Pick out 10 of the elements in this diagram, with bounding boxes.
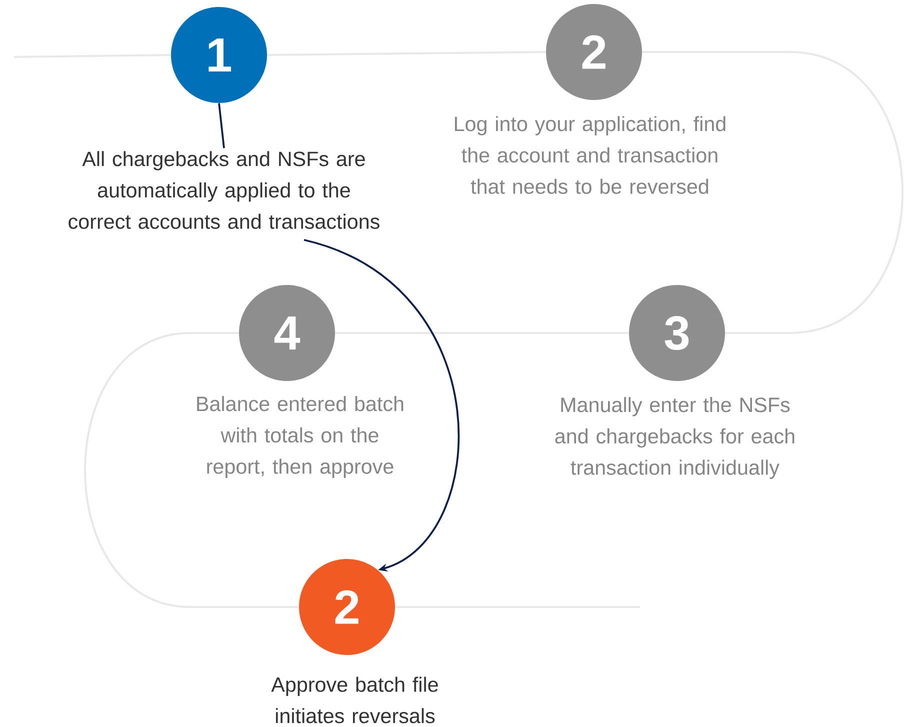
arrow xyxy=(304,238,460,572)
track-line xyxy=(267,51,546,56)
step-description: All chargebacks and NSFs are automatically applied to the correct accounts and transactions xyxy=(68,151,380,229)
step-description: Manually enter the NSFs and chargebacks for each transaction individually xyxy=(555,397,794,479)
step-description: Balance entered batch with totals on the report, then approve xyxy=(197,396,404,478)
step-description: Log into your application, find the account and transaction that needs to be reversed xyxy=(454,116,726,194)
track-line xyxy=(642,51,904,334)
step-description: Approve batch file initiates reversals xyxy=(271,676,438,724)
track-line xyxy=(84,332,299,608)
leader-line xyxy=(218,103,225,148)
